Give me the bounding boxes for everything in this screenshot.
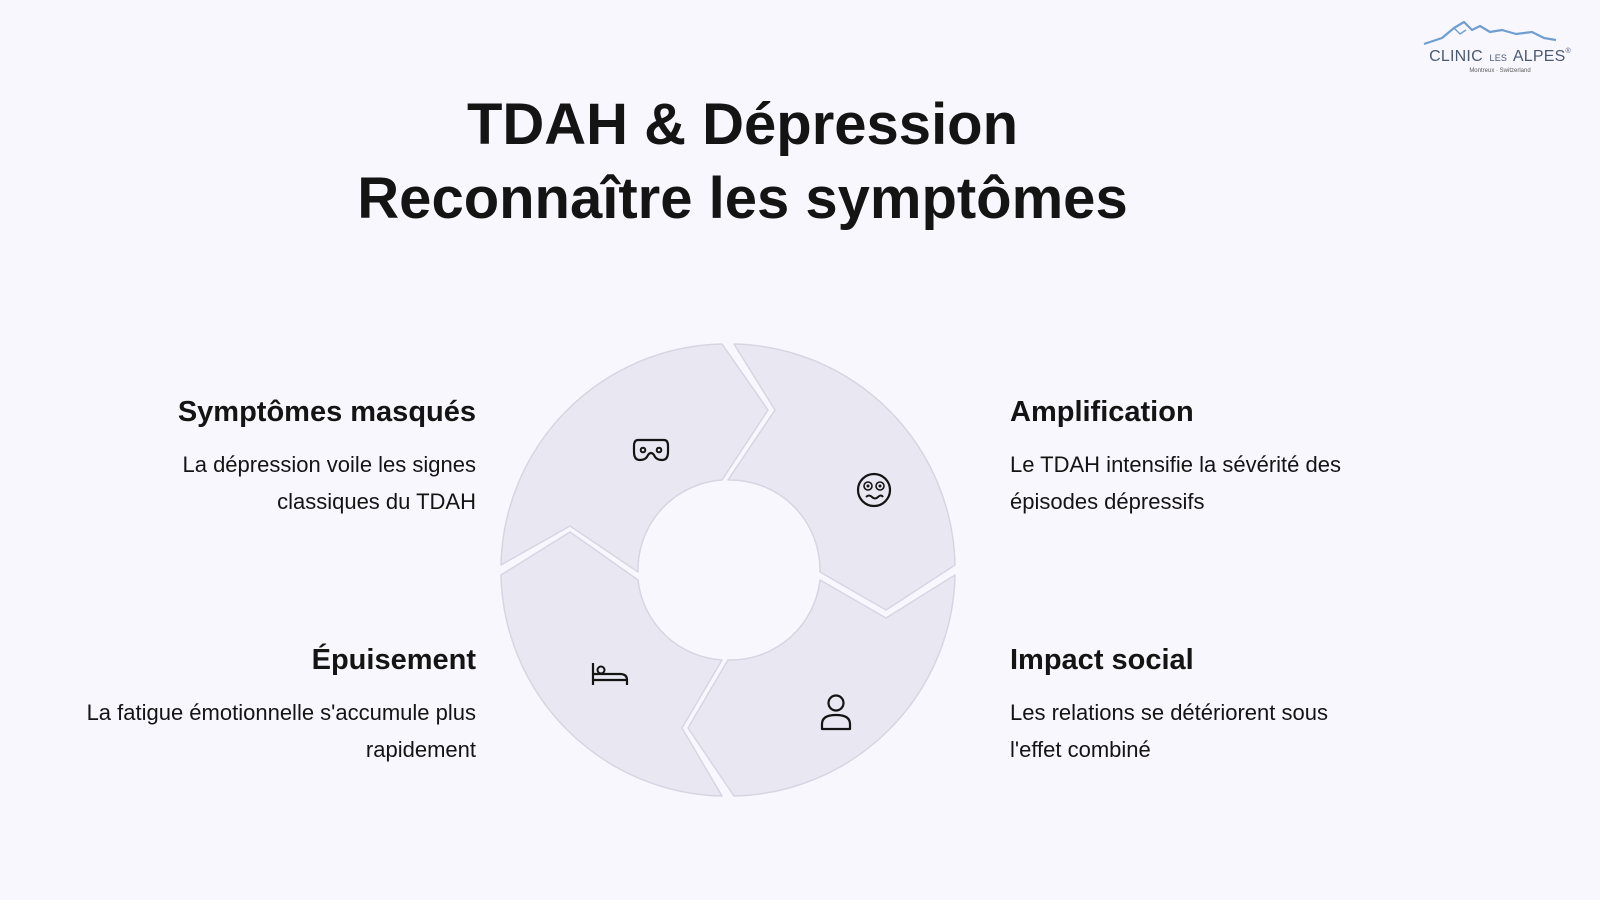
logo-les: LES bbox=[1489, 53, 1508, 63]
mask-icon bbox=[632, 438, 670, 462]
bed-icon bbox=[591, 663, 629, 685]
cycle-diagram bbox=[500, 343, 956, 797]
item-title-exhaustion: Épuisement bbox=[311, 644, 476, 676]
logo-registered: ® bbox=[1565, 48, 1571, 55]
segment-bottom-right bbox=[687, 574, 956, 797]
logo-text: CLINIC LES ALPES® bbox=[1420, 48, 1580, 66]
item-desc-social-impact: Les relations se détériorent sous l'effe… bbox=[1010, 700, 1328, 762]
person-icon bbox=[820, 694, 852, 731]
item-title-masked-symptoms: Symptômes masqués bbox=[177, 396, 476, 428]
item-title-social-impact: Impact social bbox=[1010, 644, 1194, 676]
clinic-logo: CLINIC LES ALPES® Montreux · Switzerland bbox=[1420, 18, 1580, 82]
mountain-logo-icon bbox=[1423, 20, 1557, 46]
page-title: TDAH & Dépression Reconnaître les symptô… bbox=[300, 88, 1185, 236]
segment-top-right bbox=[727, 343, 956, 611]
cycle-center bbox=[640, 482, 816, 658]
item-desc-masked-symptoms: La dépression voile les signes classique… bbox=[182, 452, 476, 514]
item-desc-exhaustion: La fatigue émotionnelle s'accumule plus … bbox=[86, 700, 476, 762]
segment-bottom-left bbox=[500, 531, 723, 797]
title-line-1: TDAH & Dépression bbox=[466, 92, 1019, 157]
title-line-2: Reconnaître les symptômes bbox=[357, 166, 1128, 231]
item-title-amplification: Amplification bbox=[1010, 396, 1194, 428]
logo-location: Montreux · Switzerland bbox=[1469, 68, 1531, 74]
dizzy-face-icon bbox=[856, 472, 892, 508]
logo-clinic: CLINIC bbox=[1429, 48, 1483, 65]
logo-alpes: ALPES bbox=[1512, 48, 1566, 65]
item-desc-amplification: Le TDAH intensifie la sévérité des épiso… bbox=[1010, 452, 1341, 514]
